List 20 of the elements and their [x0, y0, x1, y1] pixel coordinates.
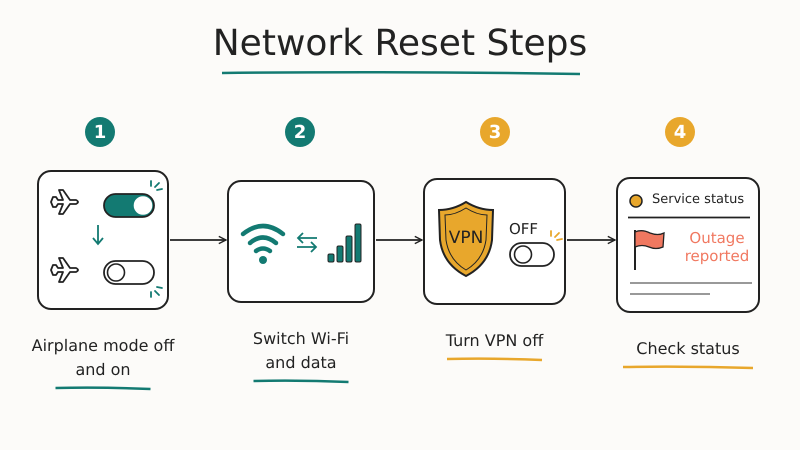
arrow [170, 236, 227, 244]
step-card [37, 170, 169, 310]
arrow [376, 236, 423, 244]
step-number: 1 [85, 117, 115, 147]
step-caption: Check status [635, 338, 741, 360]
step-caption: Switch Wi-Fi and data [252, 328, 350, 374]
shield-label: VPN [448, 228, 484, 248]
step-card [227, 180, 375, 303]
toggle-label: OFF [509, 220, 538, 238]
step-card [423, 178, 566, 305]
step-number: 4 [665, 117, 695, 147]
step-card [616, 177, 760, 313]
panel-heading: Service status [652, 192, 744, 208]
step-caption: Turn VPN off [444, 330, 545, 352]
step-number: 3 [480, 117, 510, 147]
step-caption: Airplane mode off and on [30, 335, 176, 381]
status-text: Outage reported [684, 229, 750, 265]
title: Network Reset Steps [212, 22, 588, 66]
arrow [567, 236, 616, 244]
step-number: 2 [285, 117, 315, 147]
